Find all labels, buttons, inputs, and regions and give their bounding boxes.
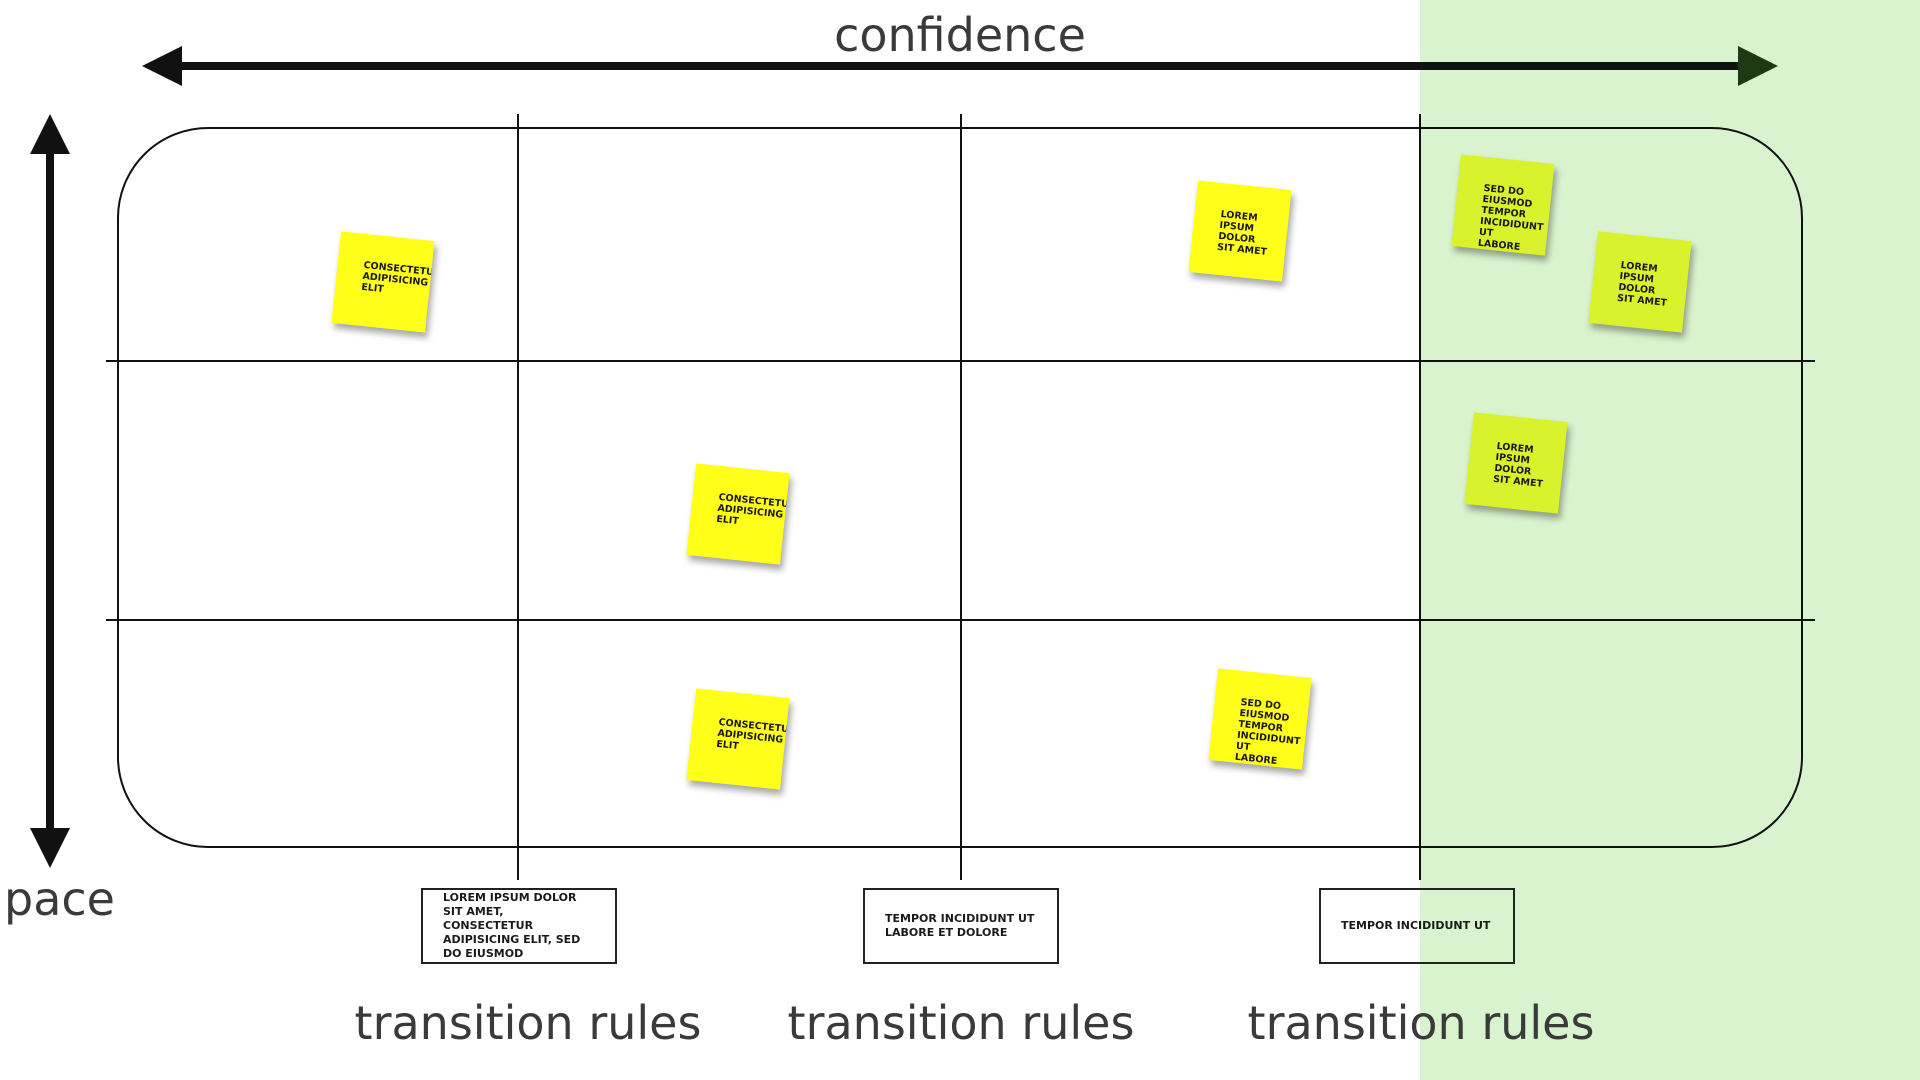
confidence-axis-label: confidence	[834, 8, 1086, 62]
transition-rules-label: transition rules	[787, 996, 1135, 1050]
transition-rule-box[interactable]: tempor incididunt ut labore et dolore	[863, 888, 1059, 964]
arrow-up-icon	[30, 114, 70, 154]
sticky-note[interactable]: sed do eiusmod tempor incididunt ut labo…	[1208, 668, 1312, 770]
sticky-note[interactable]: sed do eiusmod tempor incididunt ut labo…	[1451, 154, 1555, 256]
arrow-right-icon	[1738, 46, 1778, 86]
arrow-down-icon	[30, 828, 70, 868]
transition-rules-label: transition rules	[1247, 996, 1595, 1050]
transition-rules-label: transition rules	[354, 996, 702, 1050]
sticky-note[interactable]: lorem ipsum dolor sit amet	[1464, 412, 1568, 514]
pace-axis-label: pace	[4, 872, 115, 926]
arrow-left-icon	[142, 46, 182, 86]
sticky-note[interactable]: lorem ipsum dolor sit amet	[1188, 180, 1292, 282]
sticky-note[interactable]: consectetur adipisicing elit	[331, 231, 435, 333]
transition-rule-box[interactable]: tempor incididunt ut	[1319, 888, 1515, 964]
sticky-note[interactable]: consectetur adipisicing elit	[686, 463, 790, 565]
sticky-note[interactable]: consectetur adipisicing elit	[686, 688, 790, 790]
sticky-note[interactable]: lorem ipsum dolor sit amet	[1588, 231, 1692, 333]
transition-rule-box[interactable]: lorem ipsum dolor sit amet, consectetur …	[421, 888, 617, 964]
